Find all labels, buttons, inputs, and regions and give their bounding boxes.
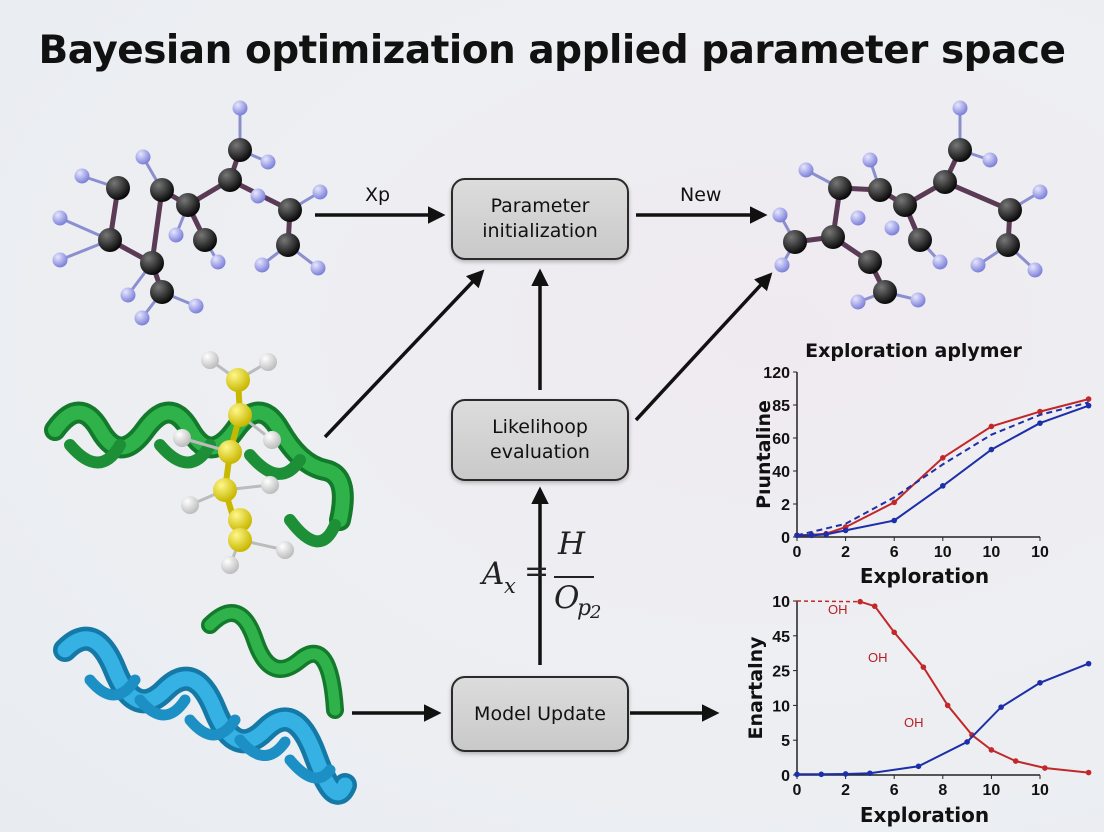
top-chart: 0 2 6 10 10 10 0 2 40 60 85 120 Exploration aplymerE…: [753, 340, 1092, 588]
x-tick-label: 10: [1031, 782, 1049, 799]
data-point: [988, 423, 995, 430]
y-axis-label: Pıuntaline: [753, 400, 775, 509]
series-line-0: [859, 600, 1089, 774]
small-green-helix-icon: [201, 604, 344, 719]
edge-label-new: New: [680, 184, 722, 206]
diagram-title: Bayesian optimization applied parameter …: [38, 28, 1066, 73]
y-tick-label: 0: [781, 768, 790, 785]
series-line-2: [797, 404, 1089, 537]
x-tick-label: 10: [983, 782, 1001, 799]
data-point: [998, 704, 1004, 710]
parameter-initialization-node: Parameter initialization: [451, 178, 629, 260]
y-tick-label: 45: [772, 629, 790, 646]
likelihood-evaluation-node: Likelihoop evaluation: [451, 399, 629, 481]
data-point: [871, 603, 878, 610]
data-point: [1037, 420, 1043, 426]
data-point: [823, 531, 829, 538]
x-tick-label: 2: [841, 782, 850, 799]
data-point: [1085, 402, 1092, 409]
y-tick-label: 120: [763, 365, 790, 382]
data-point: [1085, 660, 1092, 667]
x-tick-label: 0: [793, 782, 802, 799]
data-point: [891, 629, 897, 636]
annotation-oh: OH: [904, 715, 924, 730]
y-axis-label: Enartalny: [745, 636, 767, 740]
equation-den-sub: p: [577, 596, 592, 621]
equation-denominator: O: [554, 580, 580, 616]
equation-lhs: A: [482, 556, 505, 592]
y-tick-label: 0: [781, 530, 790, 547]
equation-numerator: H: [558, 526, 586, 562]
x-tick-label: 8: [938, 782, 947, 799]
yellow-molecule-icon: [173, 351, 294, 574]
annotation-oh: OH: [828, 602, 848, 617]
data-point: [1012, 758, 1019, 764]
data-point: [1085, 396, 1092, 402]
series-line-0: [796, 398, 1089, 537]
fraction-bar: [554, 576, 594, 578]
data-point: [794, 532, 800, 539]
data-point: [794, 771, 800, 778]
y-tick-label: 5: [781, 733, 790, 750]
x-axis-label: Exploration: [860, 564, 989, 588]
y-tick-label: 2: [781, 497, 790, 514]
x-tick-label: 10: [934, 544, 952, 561]
data-point: [988, 446, 995, 453]
x-tick-label: 10: [1031, 544, 1049, 561]
data-point: [1085, 769, 1092, 776]
data-point: [891, 499, 897, 506]
y-tick-label: 25: [772, 664, 790, 681]
arrow-likelihood-to-new: [634, 272, 773, 422]
y-tick-label: 10: [772, 594, 790, 611]
data-point: [1042, 765, 1048, 771]
data-point: [940, 455, 946, 461]
data-point: [988, 747, 995, 753]
chart-title: Exploration aplymer: [805, 340, 1022, 362]
data-point: [940, 483, 946, 489]
data-point: [842, 771, 849, 777]
likelihood-evaluation-label: Likelihoop evaluation: [490, 416, 590, 463]
x-tick-label: 0: [793, 544, 802, 561]
equation: A x = H O p 2: [482, 526, 622, 630]
y-tick-label: 60: [772, 431, 790, 448]
edge-label-xp: Xp: [365, 184, 391, 206]
x-tick-label: 6: [890, 544, 899, 561]
series-line-1: [796, 401, 1089, 537]
data-point: [1037, 408, 1043, 415]
data-point: [818, 771, 825, 778]
model-update-label: Model Update: [474, 702, 606, 725]
model-update-node: Model Update: [451, 676, 629, 752]
arrow-helix-to-init: [323, 269, 485, 439]
equation-den-sub2: 2: [590, 602, 602, 623]
y-tick-label: 40: [772, 464, 790, 481]
data-point: [867, 770, 873, 777]
data-point: [964, 739, 970, 745]
x-tick-label: 2: [841, 544, 850, 561]
series-lead-dashed: [796, 600, 861, 603]
data-point: [808, 532, 815, 539]
parameter-initialization-label: Parameter initialization: [482, 195, 598, 242]
data-point: [1037, 679, 1043, 686]
data-point: [842, 527, 849, 534]
y-tick-label: 85: [772, 398, 790, 415]
data-point: [891, 517, 897, 524]
series-line-1: [797, 662, 1089, 776]
y-tick-label: 10: [772, 698, 790, 715]
data-point: [915, 763, 922, 770]
data-point: [944, 702, 951, 709]
data-point: [920, 664, 927, 670]
x-tick-label: 6: [890, 782, 899, 799]
annotation-oh: OH: [868, 650, 888, 665]
blue-helix-icon: [53, 626, 357, 805]
x-tick-label: 10: [983, 544, 1001, 561]
equation-lhs-sub: x: [504, 574, 516, 598]
x-axis-label: Exploration: [860, 803, 989, 827]
equation-equals: =: [524, 554, 550, 589]
